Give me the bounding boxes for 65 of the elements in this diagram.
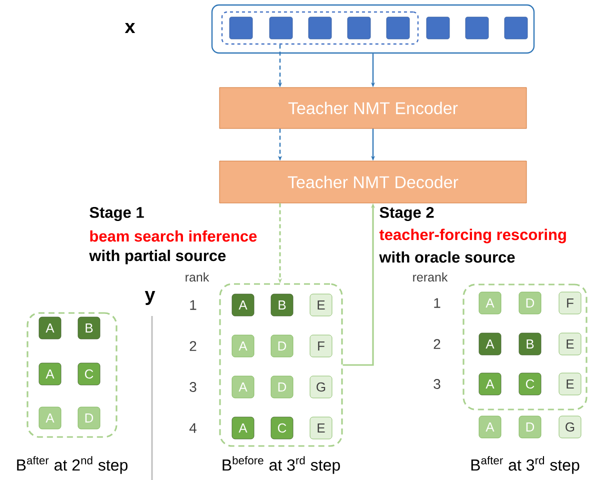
- token-square: [426, 16, 450, 40]
- token-tile: A: [478, 292, 502, 314]
- stage-text: Stage 2: [380, 206, 434, 222]
- stage-text: with oracle source: [379, 251, 515, 263]
- token-square: [229, 16, 253, 40]
- token-tile: D: [270, 376, 294, 398]
- caption: B$^{after}$ at 3$^{rd}$ step: [471, 456, 580, 474]
- token-tile: A: [478, 372, 502, 396]
- token-tile: C: [270, 416, 294, 440]
- token-tile: F: [558, 292, 582, 314]
- sequence-box: [211, 4, 535, 54]
- token-tile: E: [310, 416, 332, 440]
- rank-number: 3: [434, 379, 440, 389]
- token-square: [465, 16, 489, 40]
- beam-box: [26, 312, 118, 438]
- model-box: Teacher NMT Encoder: [219, 87, 527, 129]
- token-tile: C: [518, 372, 542, 396]
- token-tile: F: [310, 334, 332, 358]
- token-tile: D: [270, 334, 294, 358]
- token-tile: A: [478, 332, 502, 356]
- token-tile: B: [270, 294, 294, 316]
- token-square: [308, 16, 332, 40]
- token-tile: B: [78, 316, 100, 340]
- rank-number: 1: [190, 300, 196, 310]
- column-heading: rank: [186, 272, 210, 282]
- token-tile: A: [38, 406, 62, 430]
- token-square: [504, 16, 528, 40]
- token-tile: A: [232, 294, 254, 316]
- caption: B$^{after}$ at 2$^{nd}$ step: [17, 456, 128, 474]
- token-tile: A: [232, 376, 254, 398]
- beam-box: [219, 283, 343, 447]
- token-tile: B: [518, 332, 542, 356]
- token-tile: D: [78, 406, 100, 430]
- axis-label: y: [144, 291, 156, 305]
- token-tile: G: [558, 416, 582, 438]
- token-tile: E: [310, 294, 332, 316]
- stage-text: with partial source: [89, 250, 226, 264]
- model-box: Teacher NMT Decoder: [219, 160, 527, 204]
- stage-text: Stage 1: [90, 206, 144, 222]
- token-tile: D: [518, 416, 542, 438]
- token-square: [386, 16, 410, 40]
- token-tile: D: [518, 292, 542, 314]
- token-tile: A: [38, 316, 62, 340]
- token-tile: G: [310, 376, 332, 398]
- token-tile: E: [558, 332, 582, 356]
- rank-number: 3: [190, 382, 196, 392]
- stage-text: beam search inference: [90, 230, 257, 242]
- token-tile: A: [38, 362, 62, 386]
- partial-source-box: [221, 11, 419, 45]
- token-tile: E: [558, 372, 582, 396]
- token-tile: C: [78, 362, 100, 386]
- token-tile: A: [232, 334, 254, 358]
- rank-number: 4: [189, 423, 196, 433]
- rank-number: 1: [434, 298, 440, 308]
- token-tile: A: [232, 416, 254, 440]
- token-square: [269, 16, 293, 40]
- token-square: [347, 16, 371, 40]
- stage-text: teacher-forcing rescoring: [379, 228, 566, 244]
- rank-number: 2: [434, 339, 440, 349]
- axis-label: x: [124, 22, 136, 34]
- beam-box: [462, 284, 588, 410]
- caption: B$^{before}$ at 3$^{rd}$ step: [222, 456, 340, 474]
- column-heading: rerank: [413, 272, 448, 282]
- token-tile: A: [478, 416, 502, 438]
- rank-number: 2: [190, 341, 196, 351]
